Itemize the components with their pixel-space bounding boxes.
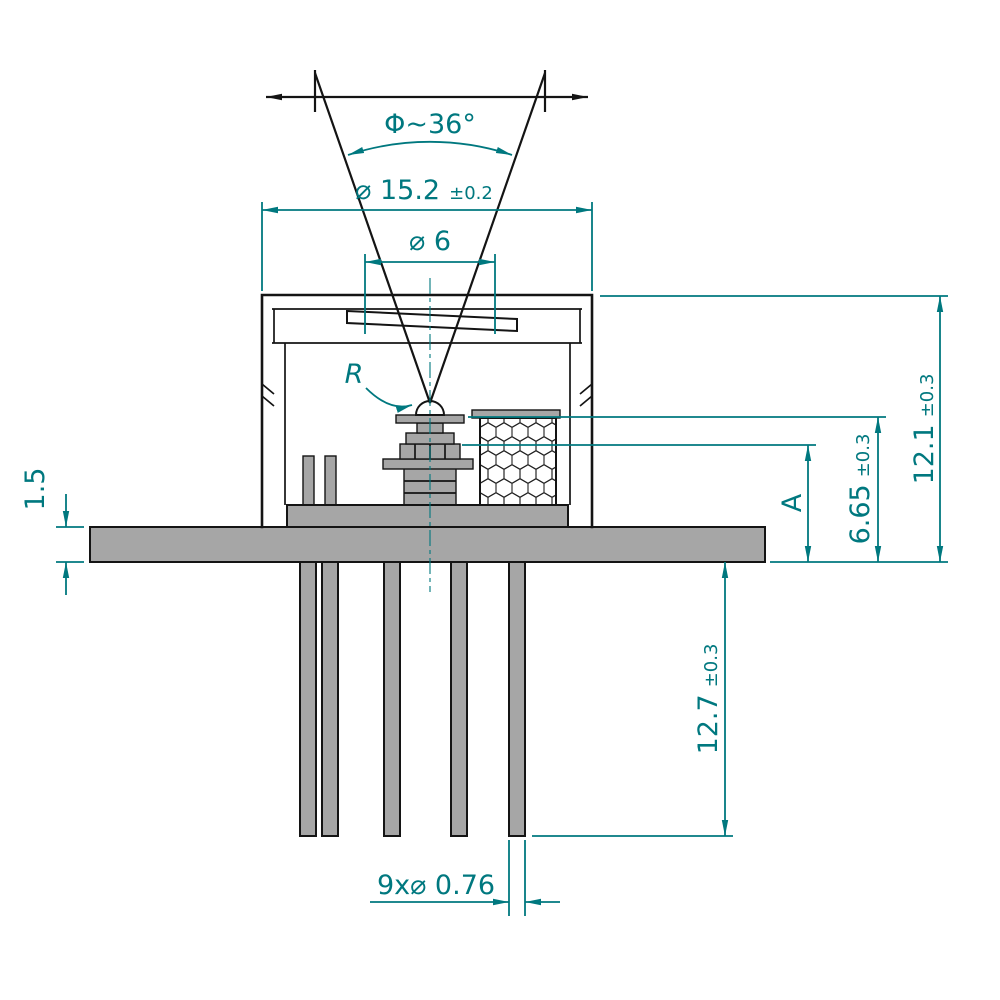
pin-length-tolerance: ±0.3 bbox=[701, 644, 722, 688]
cap-outline-group bbox=[260, 293, 594, 529]
outer-diameter-label: ⌀ 15.2 ±0.2 bbox=[355, 175, 493, 206]
flange bbox=[89, 526, 766, 563]
window-filter bbox=[346, 309, 518, 333]
crimp-notch-left bbox=[261, 383, 275, 407]
pin-length-value: 12.7 bbox=[693, 694, 724, 754]
sensor-height-value: 6.65 bbox=[845, 484, 876, 544]
overall-height-value: 12.1 bbox=[909, 424, 940, 484]
metal-parts-group bbox=[89, 409, 766, 837]
pin-stub bbox=[302, 455, 315, 508]
dimensions-group bbox=[56, 141, 948, 916]
pin-spec-label: 9x⌀ 0.76 bbox=[377, 870, 495, 901]
sensor-height-tolerance: ±0.3 bbox=[853, 434, 874, 478]
pin bbox=[321, 557, 339, 837]
pin bbox=[383, 557, 401, 837]
honeycomb-mesh bbox=[479, 417, 557, 506]
cap-outer-wall bbox=[260, 293, 594, 529]
pin bbox=[508, 557, 526, 837]
beam-cone-group bbox=[266, 70, 588, 404]
dim-a-label: A bbox=[777, 493, 808, 512]
crimp-notch-right bbox=[579, 383, 593, 407]
overall-height-label: 12.1 ±0.3 bbox=[909, 374, 940, 485]
pin bbox=[450, 557, 468, 837]
pedestal-bar bbox=[382, 458, 474, 470]
labels-group: Φ~36° ⌀ 15.2 ±0.2 ⌀ 6 R 1.5 12.1 ±0.3 6.65… bbox=[20, 109, 940, 901]
sensor-height-label: 6.65 ±0.3 bbox=[845, 434, 876, 545]
pin-stub bbox=[324, 455, 337, 508]
outer-diameter-tolerance: ±0.2 bbox=[449, 183, 493, 204]
cone-line-left bbox=[313, 72, 432, 404]
pin-length-label: 12.7 ±0.3 bbox=[693, 644, 724, 755]
window-diameter-label: ⌀ 6 bbox=[409, 226, 451, 257]
overall-height-tolerance: ±0.3 bbox=[917, 374, 938, 418]
pin bbox=[299, 557, 317, 837]
header-platform bbox=[286, 504, 569, 528]
beam-angle-label: Φ~36° bbox=[384, 109, 476, 140]
angle-arc bbox=[347, 141, 513, 156]
radius-leader bbox=[365, 387, 413, 413]
cone-line-right bbox=[428, 72, 547, 404]
flange-thickness-label: 1.5 bbox=[20, 468, 51, 511]
outer-diameter-value: ⌀ 15.2 bbox=[355, 175, 440, 206]
radius-label: R bbox=[345, 359, 364, 390]
